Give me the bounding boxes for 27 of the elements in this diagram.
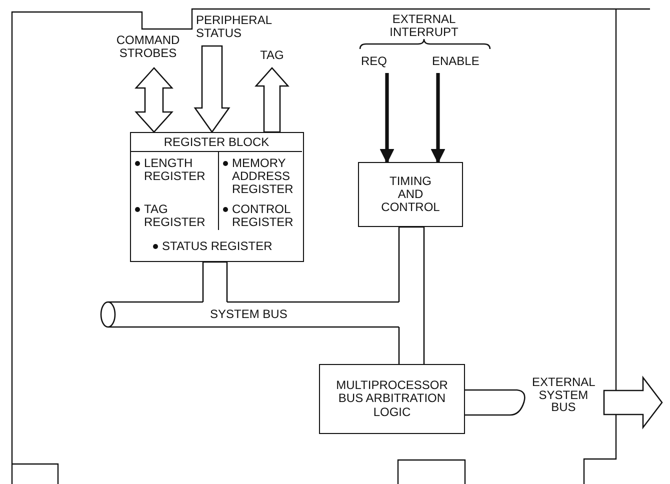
edge-label: EXTERNAL SYSTEM BUS bbox=[532, 376, 595, 414]
arrow bbox=[380, 73, 394, 164]
bus-connector bbox=[398, 226, 425, 364]
bus-connector bbox=[202, 261, 228, 303]
bus-arrow bbox=[464, 376, 663, 428]
block-arrow bbox=[194, 45, 230, 134]
register-block bbox=[130, 132, 304, 262]
list-item-text: STATUS REGISTER bbox=[162, 239, 272, 253]
list-item-text: TAG REGISTER bbox=[144, 202, 206, 230]
signal-label: COMMAND STROBES bbox=[110, 34, 186, 64]
signal-label: TAG bbox=[258, 49, 286, 64]
signal-label: ENABLE bbox=[432, 55, 492, 70]
block-arrow bbox=[134, 67, 174, 133]
group-label: EXTERNAL INTERRUPT bbox=[388, 13, 460, 40]
header-bar: REGISTER BLOCK bbox=[131, 133, 302, 152]
process-box bbox=[319, 364, 465, 434]
process-box bbox=[358, 162, 463, 227]
signal-label: REQ bbox=[361, 55, 395, 70]
connector-line bbox=[398, 327, 400, 364]
list-item-text: MEMORY ADDRESS REGISTER bbox=[232, 156, 294, 196]
box-label: TIMING AND CONTROL bbox=[381, 174, 440, 214]
signal-label: PERIPHERAL STATUS bbox=[196, 14, 292, 44]
list-item-text: CONTROL REGISTER bbox=[232, 202, 294, 230]
arrow bbox=[430, 73, 446, 164]
list-item-text: LENGTH REGISTER bbox=[144, 156, 206, 184]
box-label: MULTIPROCESSOR BUS ARBITRATION LOGIC bbox=[336, 379, 448, 419]
block-arrow bbox=[254, 67, 290, 133]
